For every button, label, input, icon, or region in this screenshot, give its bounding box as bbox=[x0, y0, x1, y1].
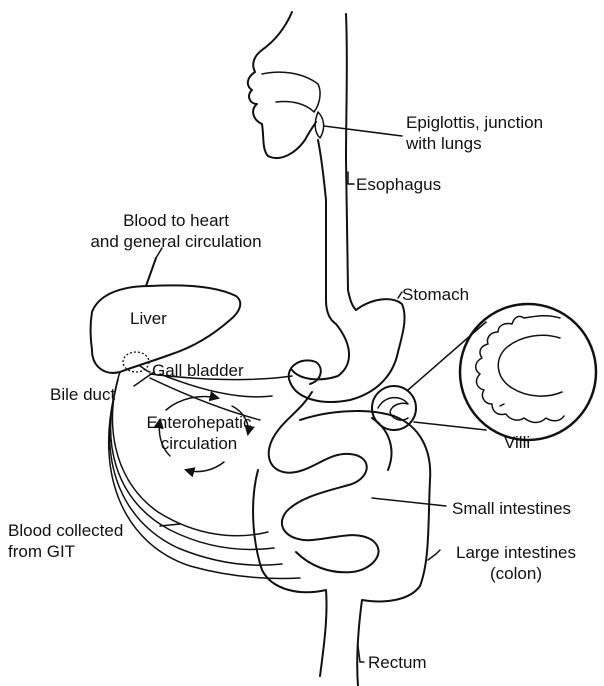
stomach-label: Stomach bbox=[402, 284, 469, 305]
esophagus-label: Esophagus bbox=[356, 174, 441, 195]
bile-duct-leader bbox=[134, 372, 154, 386]
esophagus-leader bbox=[348, 172, 354, 184]
small-intestines-leader bbox=[372, 498, 446, 506]
blood-collected-label: Blood collected from GIT bbox=[8, 520, 123, 562]
villi-label: Villi bbox=[504, 432, 530, 453]
rectum-leader bbox=[358, 646, 364, 662]
enterohepatic-label: Enterohepatic circulation bbox=[130, 412, 268, 454]
small-intestines-label: Small intestines bbox=[452, 498, 571, 519]
villi-leader bbox=[500, 404, 504, 406]
blood-collected-label-line-2: from GIT bbox=[8, 541, 123, 562]
blood-collected-label-line-1: Blood collected bbox=[8, 520, 123, 541]
bile-duct-label: Bile duct bbox=[50, 384, 115, 405]
blood-to-heart-label: Blood to heart and general circulation bbox=[76, 210, 276, 252]
rectum-label: Rectum bbox=[368, 652, 427, 673]
large-intestines-label-line-1: Large intestines bbox=[432, 542, 600, 563]
gall-bladder-label: Gall bladder bbox=[152, 360, 244, 381]
epiglottis-leader bbox=[324, 126, 402, 136]
blood-to-heart-label-line-2: and general circulation bbox=[76, 231, 276, 252]
enterohepatic-label-line-2: circulation bbox=[130, 433, 268, 454]
gall-bladder-leader bbox=[140, 366, 150, 372]
large-intestines-label: Large intestines (colon) bbox=[432, 542, 600, 584]
large-intestines-label-line-2: (colon) bbox=[432, 563, 600, 584]
liver-label: Liver bbox=[130, 308, 167, 329]
enterohepatic-label-line-1: Enterohepatic bbox=[130, 412, 268, 433]
blood-to-heart-label-line-1: Blood to heart bbox=[76, 210, 276, 231]
blood-collected-leader bbox=[160, 524, 180, 526]
